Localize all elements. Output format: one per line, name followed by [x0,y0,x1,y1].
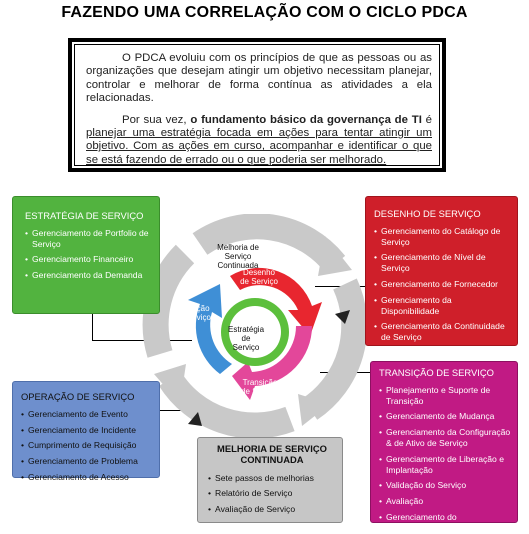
estrategia-title: ESTRATÉGIA DE SERVIÇO [25,210,144,221]
ring-marker [188,412,202,426]
desenho-title: DESENHO DE SERVIÇO [374,208,481,219]
list-item: Avaliação de Serviço [208,504,336,515]
transicao-segment [232,326,313,400]
list-item: Gerenciamento do Catálogo de Serviço [374,226,511,248]
list-item: Gerenciamento de Incidente [21,425,153,436]
estrategia-center [229,306,281,358]
list-item: Validação do Serviço [379,480,513,491]
list-item: Gerenciamento de Liberação e Implantação [379,454,513,476]
melhoria-title: MELHORIA DE SERVIÇO CONTINUADA [217,443,327,465]
center-label: Estratégia de Serviço [228,325,265,352]
page-title: FAZENDO UMA CORRELAÇÃO COM O CICLO PDCA [61,4,468,21]
list-item: Gerenciamento da Demanda [25,270,151,281]
list-item: Gerenciamento de Problema [21,456,153,467]
quote-paragraph-2: Por sua vez, o fundamento básico da gove… [86,114,432,168]
quote-p2-underlined: planejar uma estratégia focada em ações … [86,127,432,166]
operacao-label: Operação de Serviço [173,304,211,322]
estrategia-box: ESTRATÉGIA DE SERVIÇO Gerenciamento de P… [12,196,160,314]
transicao-box: TRANSIÇÃO DE SERVIÇO Planejamento e Supo… [370,361,518,533]
list-item: Gerenciamento de Acesso [21,472,153,483]
list-item: Gerenciamento da Continuidade de Serviço [374,321,511,343]
list-item: Gerenciamento Financeiro [25,254,151,265]
connector-line [160,410,190,411]
operacao-box: OPERAÇÃO DE SERVIÇO Gerenciamento de Eve… [12,381,160,483]
outer-label: Melhoria de Serviço Continuada [217,243,259,270]
list-item: Gerenciamento de Evento [21,409,153,420]
list-item: Avaliação [379,496,513,507]
desenho-segment [230,267,322,336]
transicao-title: TRANSIÇÃO DE SERVIÇO [379,367,494,378]
quote-p2-intro: Por sua vez, [122,113,191,126]
list-item: Sete passos de melhorias [208,473,336,484]
list-item: Cumprimento de Requisição [21,440,153,451]
ring-marker [335,310,350,324]
quote-p2-mid: é [421,113,432,126]
list-item: Relatório de Serviço [208,488,336,499]
desenho-box: DESENHO DE SERVIÇO Gerenciamento do Catá… [365,196,518,369]
list-item: Gerenciamento de Portfolio de Serviço [25,228,151,250]
quote-paragraph-1: O PDCA evoluiu com os princípios de que … [86,52,432,105]
list-item: Gerenciamento da Disponibilidade [374,295,511,317]
list-item: Gerenciamento do Conhecimento [379,512,513,534]
quote-p2-bold: o fundamento básico da governança de TI [190,113,422,126]
connector-line [92,314,93,340]
melhoria-box: MELHORIA DE SERVIÇO CONTINUADA Sete pass… [197,437,343,523]
list-item: Gerenciamento de Mudança [379,411,513,422]
list-item: Gerenciamento da Configuração & de Ativo… [379,427,513,449]
list-item: Gerenciamento de Nível de Serviço [374,252,511,274]
operacao-segment [188,284,232,374]
list-item: Planejamento e Suporte de Transição [379,385,513,407]
operacao-title: OPERAÇÃO DE SERVIÇO [21,391,135,402]
transicao-label: Transição de Serviço [241,378,279,396]
connector-line [92,340,192,341]
desenho-label: Desenho de Serviço [240,268,278,286]
list-item: Gerenciamento de Fornecedor [374,279,511,290]
quote-box: O PDCA evoluiu com os princípios de que … [68,38,446,172]
